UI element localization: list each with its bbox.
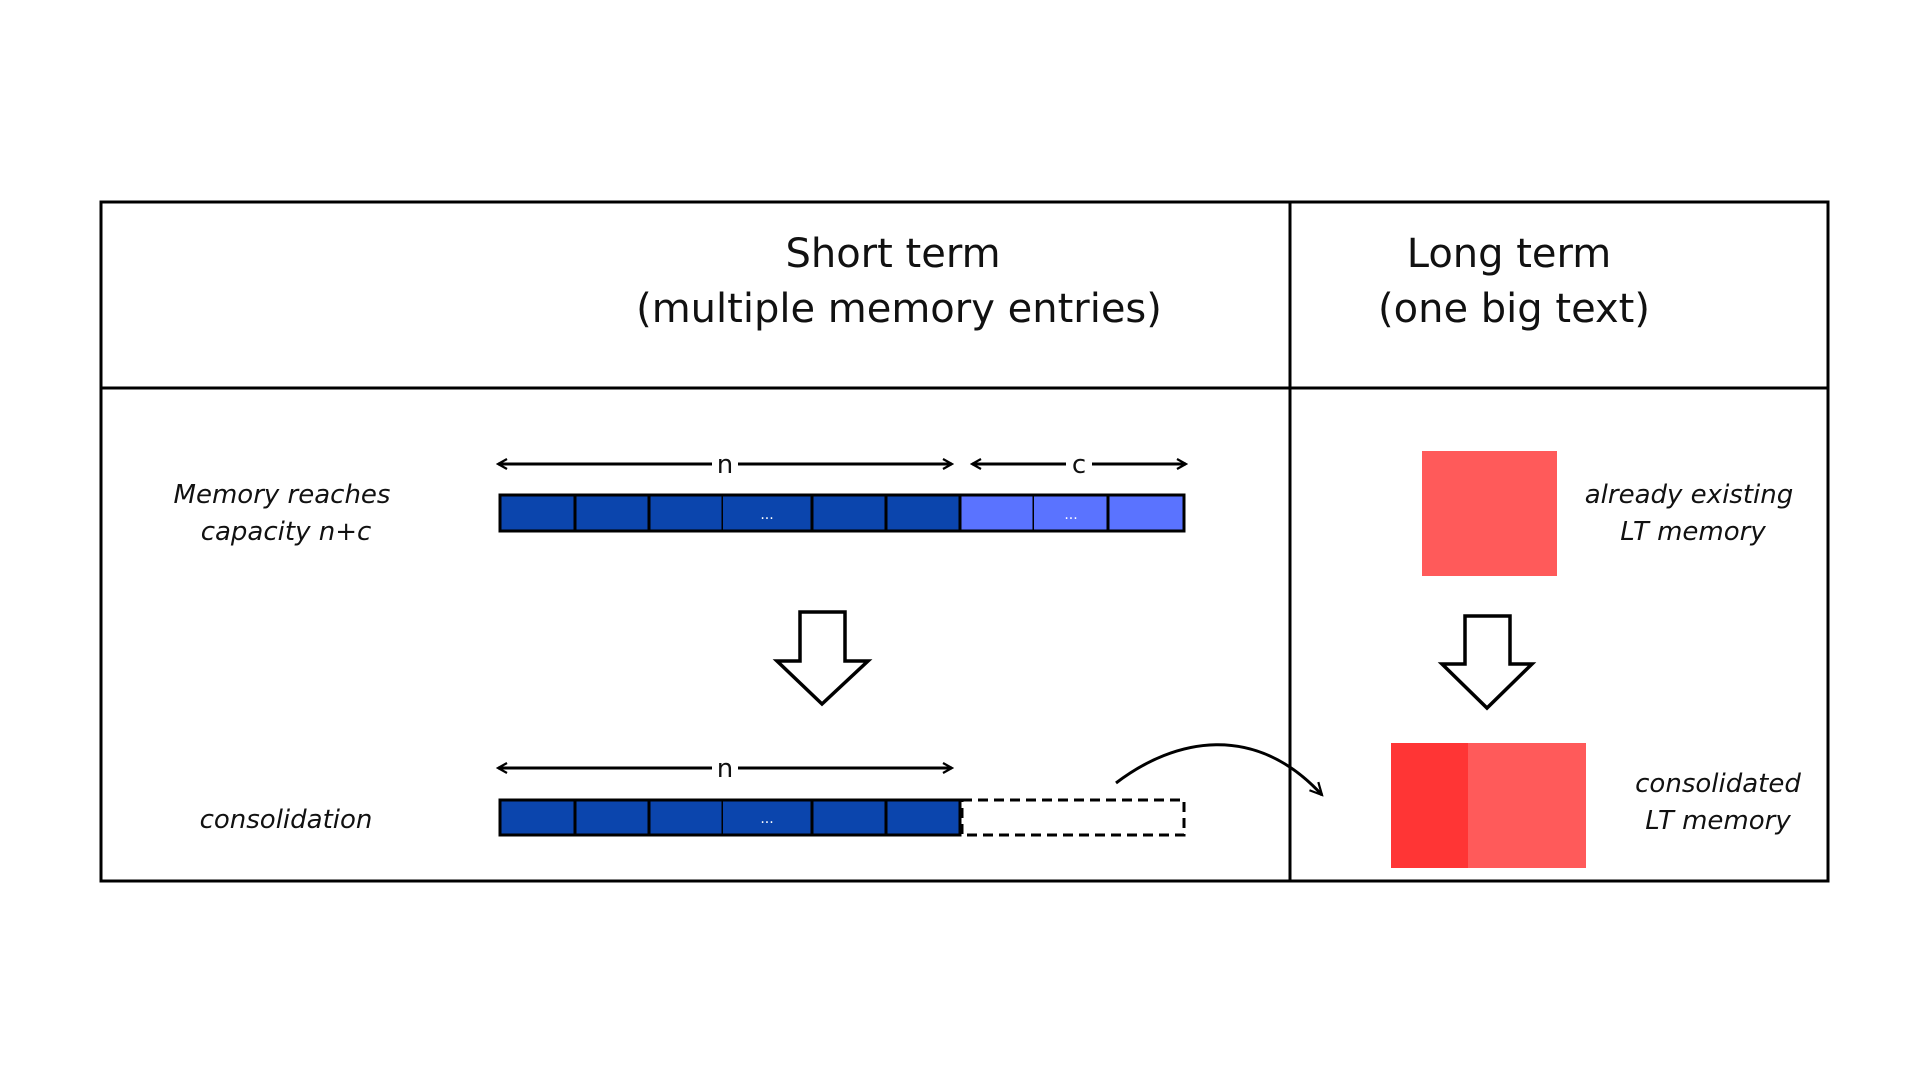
existing-lt-label-line2: LT memory <box>1620 517 1766 547</box>
memory-entry <box>647 798 725 837</box>
memory-entry-ellipsis <box>723 800 812 835</box>
memory-entry <box>498 493 577 533</box>
capacity-label-line2: capacity n+c <box>201 517 372 547</box>
down-arrow-icon <box>772 610 873 707</box>
long-term-subtitle: (one big text) <box>1378 286 1650 332</box>
bracket-c-label: c <box>1072 450 1086 480</box>
memory-entry-ellipsis <box>723 495 812 531</box>
memory-entry <box>498 798 577 837</box>
existing-lt-label-line1: already existing <box>1585 480 1793 510</box>
new-consolidated-part-block <box>1391 743 1468 868</box>
freed-slots-dashed <box>960 798 1186 837</box>
bracket-c-row1: c <box>972 450 1186 480</box>
existing-lt-memory-block <box>1422 451 1557 576</box>
memory-entry <box>884 493 962 533</box>
transfer-arrow-icon <box>1115 743 1322 795</box>
existing-part-block <box>1468 743 1586 868</box>
short-term-title: Short term <box>785 231 1000 277</box>
bracket-n-row1: n <box>498 450 952 480</box>
capacity-entry-ellipsis <box>1034 495 1108 531</box>
consolidated-lt-label-line2: LT memory <box>1645 806 1791 836</box>
bracket-n-row2: n <box>498 754 952 784</box>
long-term-title: Long term <box>1407 231 1612 277</box>
bracket-n-label: n <box>717 450 733 480</box>
memory-entry <box>573 798 651 837</box>
memory-entry <box>810 493 888 533</box>
ellipsis-n-text: ... <box>760 507 773 523</box>
memory-strip-full: ... ... <box>498 493 1186 533</box>
memory-entry <box>884 798 962 837</box>
capacity-label-line1: Memory reaches <box>174 480 391 510</box>
ellipsis-c-text: ... <box>1064 507 1077 523</box>
memory-entry <box>647 493 725 533</box>
down-arrow-icon <box>1437 614 1537 711</box>
consolidated-lt-label-line1: consolidated <box>1635 769 1801 799</box>
memory-entry <box>810 798 888 837</box>
capacity-entry <box>958 493 1036 533</box>
bracket-n-label: n <box>717 754 733 784</box>
memory-entry <box>573 493 651 533</box>
short-term-subtitle: (multiple memory entries) <box>636 286 1162 332</box>
table-border <box>99 200 1830 883</box>
capacity-entry <box>1106 493 1186 533</box>
memory-strip-consolidated: ... <box>498 798 1186 837</box>
consolidation-label: consolidation <box>200 805 373 835</box>
ellipsis-n-text: ... <box>760 811 773 827</box>
